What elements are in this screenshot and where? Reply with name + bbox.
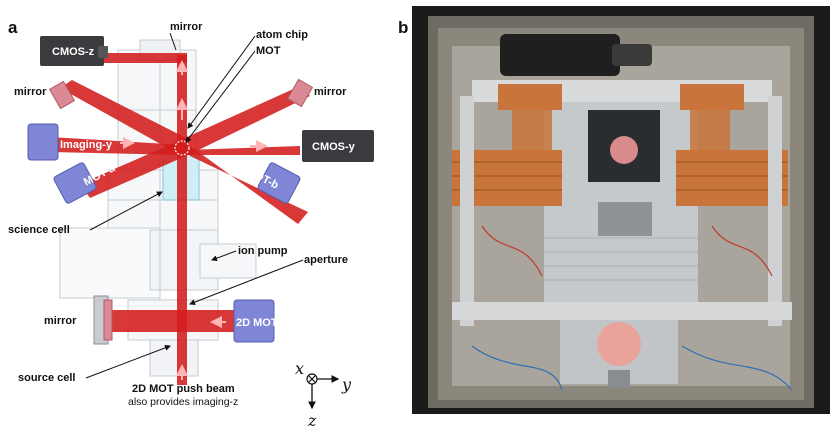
mirror-mounts [48, 78, 314, 345]
mirror-left-label: mirror [14, 86, 47, 98]
mirror-right-label: mirror [314, 86, 347, 98]
camera-body [500, 34, 620, 76]
cmos-z-camera: CMOS-z [40, 36, 108, 66]
mirror-top-label: mirror [170, 21, 203, 33]
coordinate-axes: x y z [295, 359, 352, 430]
ion-pump-label: ion pump [238, 245, 288, 257]
cmos-y-label: CMOS-y [312, 141, 356, 153]
mot-center-marker [174, 140, 190, 156]
leader-lines [85, 32, 304, 379]
panel-b-letter: b [398, 18, 409, 37]
mot-2d-label: 2D MOT [236, 317, 278, 329]
aperture-label: aperture [304, 254, 348, 266]
cmos-y-camera: CMOS-y [302, 130, 374, 162]
mot-label: MOT [256, 45, 281, 57]
science-cell-label: science cell [8, 224, 70, 236]
panel-b-photo [412, 6, 830, 414]
source-cell-label: source cell [18, 372, 75, 384]
atom-chip-label: atom chip [256, 29, 308, 41]
axis-y-label: y [341, 375, 352, 394]
mirror-bottom-label: mirror [44, 315, 77, 327]
push-beam-note: also provides imaging-z [128, 396, 238, 408]
laser-beams [50, 53, 310, 385]
axis-z-label: z [307, 411, 317, 430]
push-beam-label: 2D MOT push beam [132, 383, 235, 395]
push-beam-note-text: also provides imaging-z [128, 396, 238, 408]
imaging-y-label: Imaging-y [60, 139, 113, 151]
beam-arrows [120, 60, 268, 380]
apparatus-outline [59, 39, 257, 377]
panel-a-letter: a [8, 18, 18, 37]
axis-x-label: x [295, 359, 304, 378]
cmos-z-label: CMOS-z [52, 46, 95, 58]
laser-modules [27, 123, 301, 343]
